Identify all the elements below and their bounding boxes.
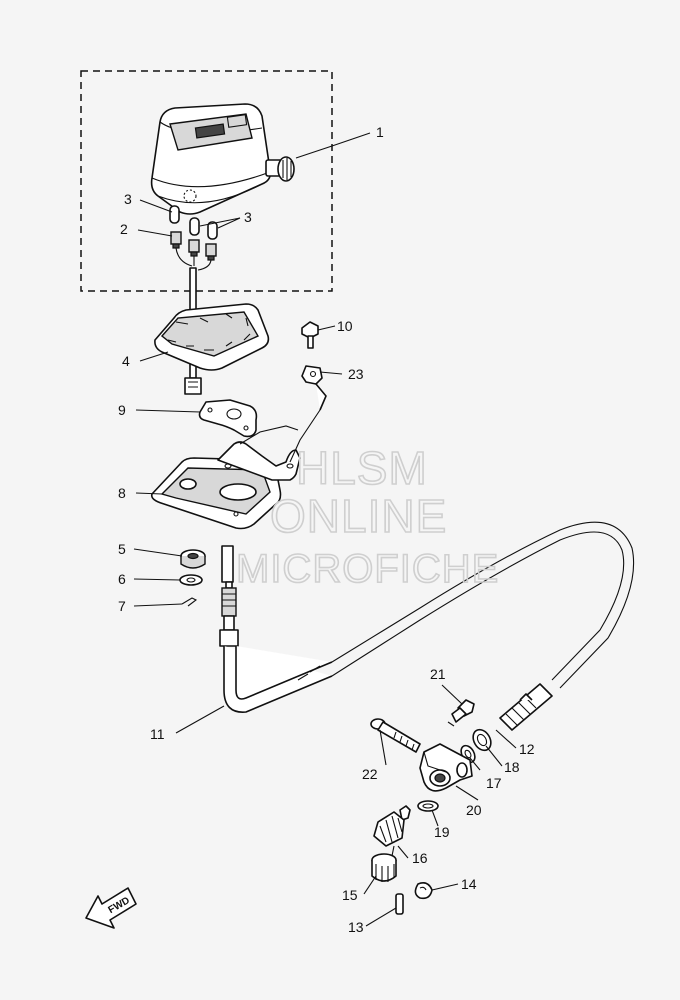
callout-13: 13 [348, 919, 364, 935]
oring-19 [417, 800, 439, 812]
fwd-arrow: FWD [85, 887, 137, 929]
callout-6: 6 [118, 571, 126, 587]
bolt-10 [301, 321, 319, 349]
gear-16 [373, 805, 411, 857]
grommet-5 [180, 549, 206, 569]
callout-10: 10 [337, 318, 353, 334]
stay-23 [289, 365, 327, 463]
watermark-line2: ONLINE [270, 490, 447, 542]
callout-21: 21 [430, 666, 446, 682]
callout-11: 11 [150, 726, 165, 742]
callout-4: 4 [122, 353, 130, 369]
callout-labels: 1 2 3 3 4 5 6 7 8 9 10 11 12 13 14 15 16… [118, 124, 535, 935]
oring-18 [472, 728, 492, 752]
watermark-line3: MICROFICHE [236, 547, 499, 591]
callout-17: 17 [486, 775, 502, 791]
watermark: HLSM ONLINE MICROFICHE [235, 441, 499, 592]
meter-assembly-box [80, 70, 333, 292]
callout-18: 18 [504, 759, 520, 775]
callout-14: 14 [461, 876, 477, 892]
watermark-line1: HLSM [296, 442, 428, 494]
callout-1: 1 [376, 124, 384, 140]
callout-5: 5 [118, 541, 126, 557]
callout-22: 22 [362, 766, 378, 782]
gear-15 [371, 853, 397, 882]
callout-16: 16 [412, 850, 428, 866]
bolt-22 [370, 718, 421, 753]
callout-3a: 3 [124, 191, 132, 207]
callout-20: 20 [466, 802, 482, 818]
meter-cable [219, 521, 635, 713]
pin-13 [395, 893, 404, 915]
washer-6 [179, 574, 203, 586]
bulb-left [169, 205, 180, 224]
callout-19: 19 [434, 824, 450, 840]
callout-12: 12 [519, 741, 535, 757]
meter-bracket [150, 425, 301, 530]
callout-7: 7 [118, 598, 126, 614]
callout-2: 2 [120, 221, 128, 237]
meter-case [154, 303, 270, 371]
callout-8: 8 [118, 485, 126, 501]
bulb-middle [189, 217, 200, 236]
callout-23: 23 [348, 366, 364, 382]
callout-15: 15 [342, 887, 358, 903]
clip-14 [414, 882, 433, 900]
meter-assembly [150, 103, 295, 215]
leader-lines [133, 132, 517, 927]
callout-3b: 3 [244, 209, 252, 225]
callout-9: 9 [118, 402, 126, 418]
cable-end-12 [499, 683, 553, 731]
clip-7 [181, 597, 198, 607]
meter-gasket [198, 399, 258, 438]
gear-housing-20 [419, 743, 473, 792]
bulb-right [207, 221, 218, 240]
bolt-21 [447, 699, 475, 727]
bulb-sockets [170, 231, 217, 271]
